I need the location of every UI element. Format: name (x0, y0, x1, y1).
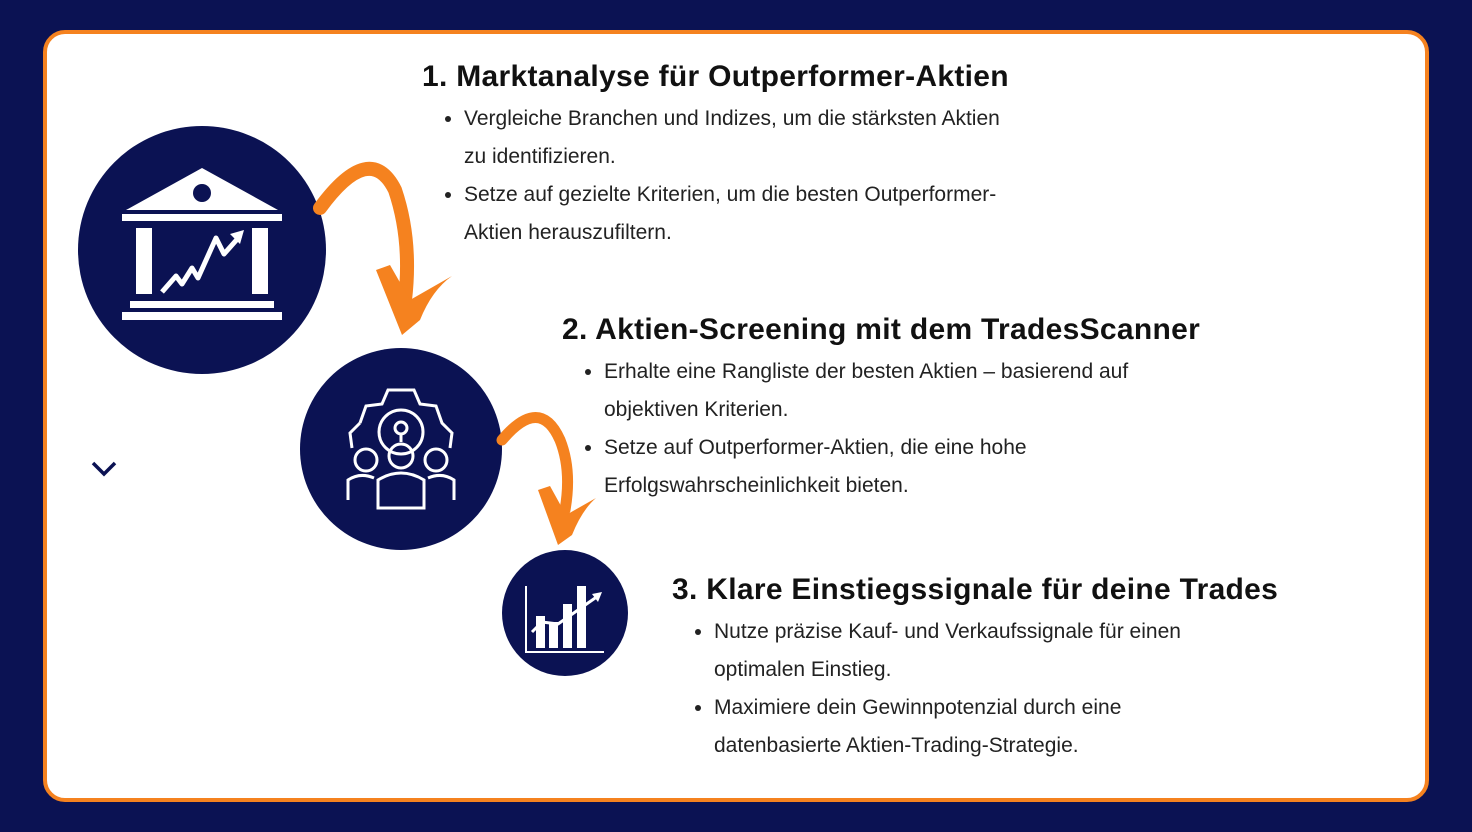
team-gear-idea-icon (346, 388, 456, 510)
step-2-title: 2. Aktien-Screening mit dem TradesScanne… (562, 313, 1201, 346)
arrow-step-2-to-3 (496, 412, 596, 545)
step-3-title: 3. Klare Einstiegssignale für deine Trad… (672, 573, 1279, 606)
step-1: 1. Marktanalyse für Outperformer-Aktien … (422, 60, 1024, 252)
step-1-bullet: Vergleiche Branchen und Indizes, um die … (464, 100, 1024, 176)
step-3-bullet: Maximiere dein Gewinnpotenzial durch ein… (714, 689, 1254, 765)
arrow-step-1-to-2 (313, 161, 452, 335)
step-2: 2. Aktien-Screening mit dem TradesScanne… (562, 313, 1204, 505)
step-2-bullet: Erhalte eine Rangliste der besten Aktien… (604, 353, 1204, 429)
step-2-circle (300, 348, 502, 550)
bar-chart-growth-icon (525, 586, 604, 653)
step-1-circle (78, 126, 326, 374)
bank-chart-icon (122, 168, 282, 320)
step-3-bullet: Nutze präzise Kauf- und Verkaufssignale … (714, 613, 1254, 689)
chevron-down-icon[interactable] (90, 460, 118, 478)
step-2-bullet: Setze auf Outperformer-Aktien, die eine … (604, 429, 1204, 505)
step-1-bullet: Setze auf gezielte Kriterien, um die bes… (464, 176, 1024, 252)
step-3: 3. Klare Einstiegssignale für deine Trad… (672, 573, 1278, 765)
step-1-title: 1. Marktanalyse für Outperformer-Aktien (422, 60, 1009, 93)
